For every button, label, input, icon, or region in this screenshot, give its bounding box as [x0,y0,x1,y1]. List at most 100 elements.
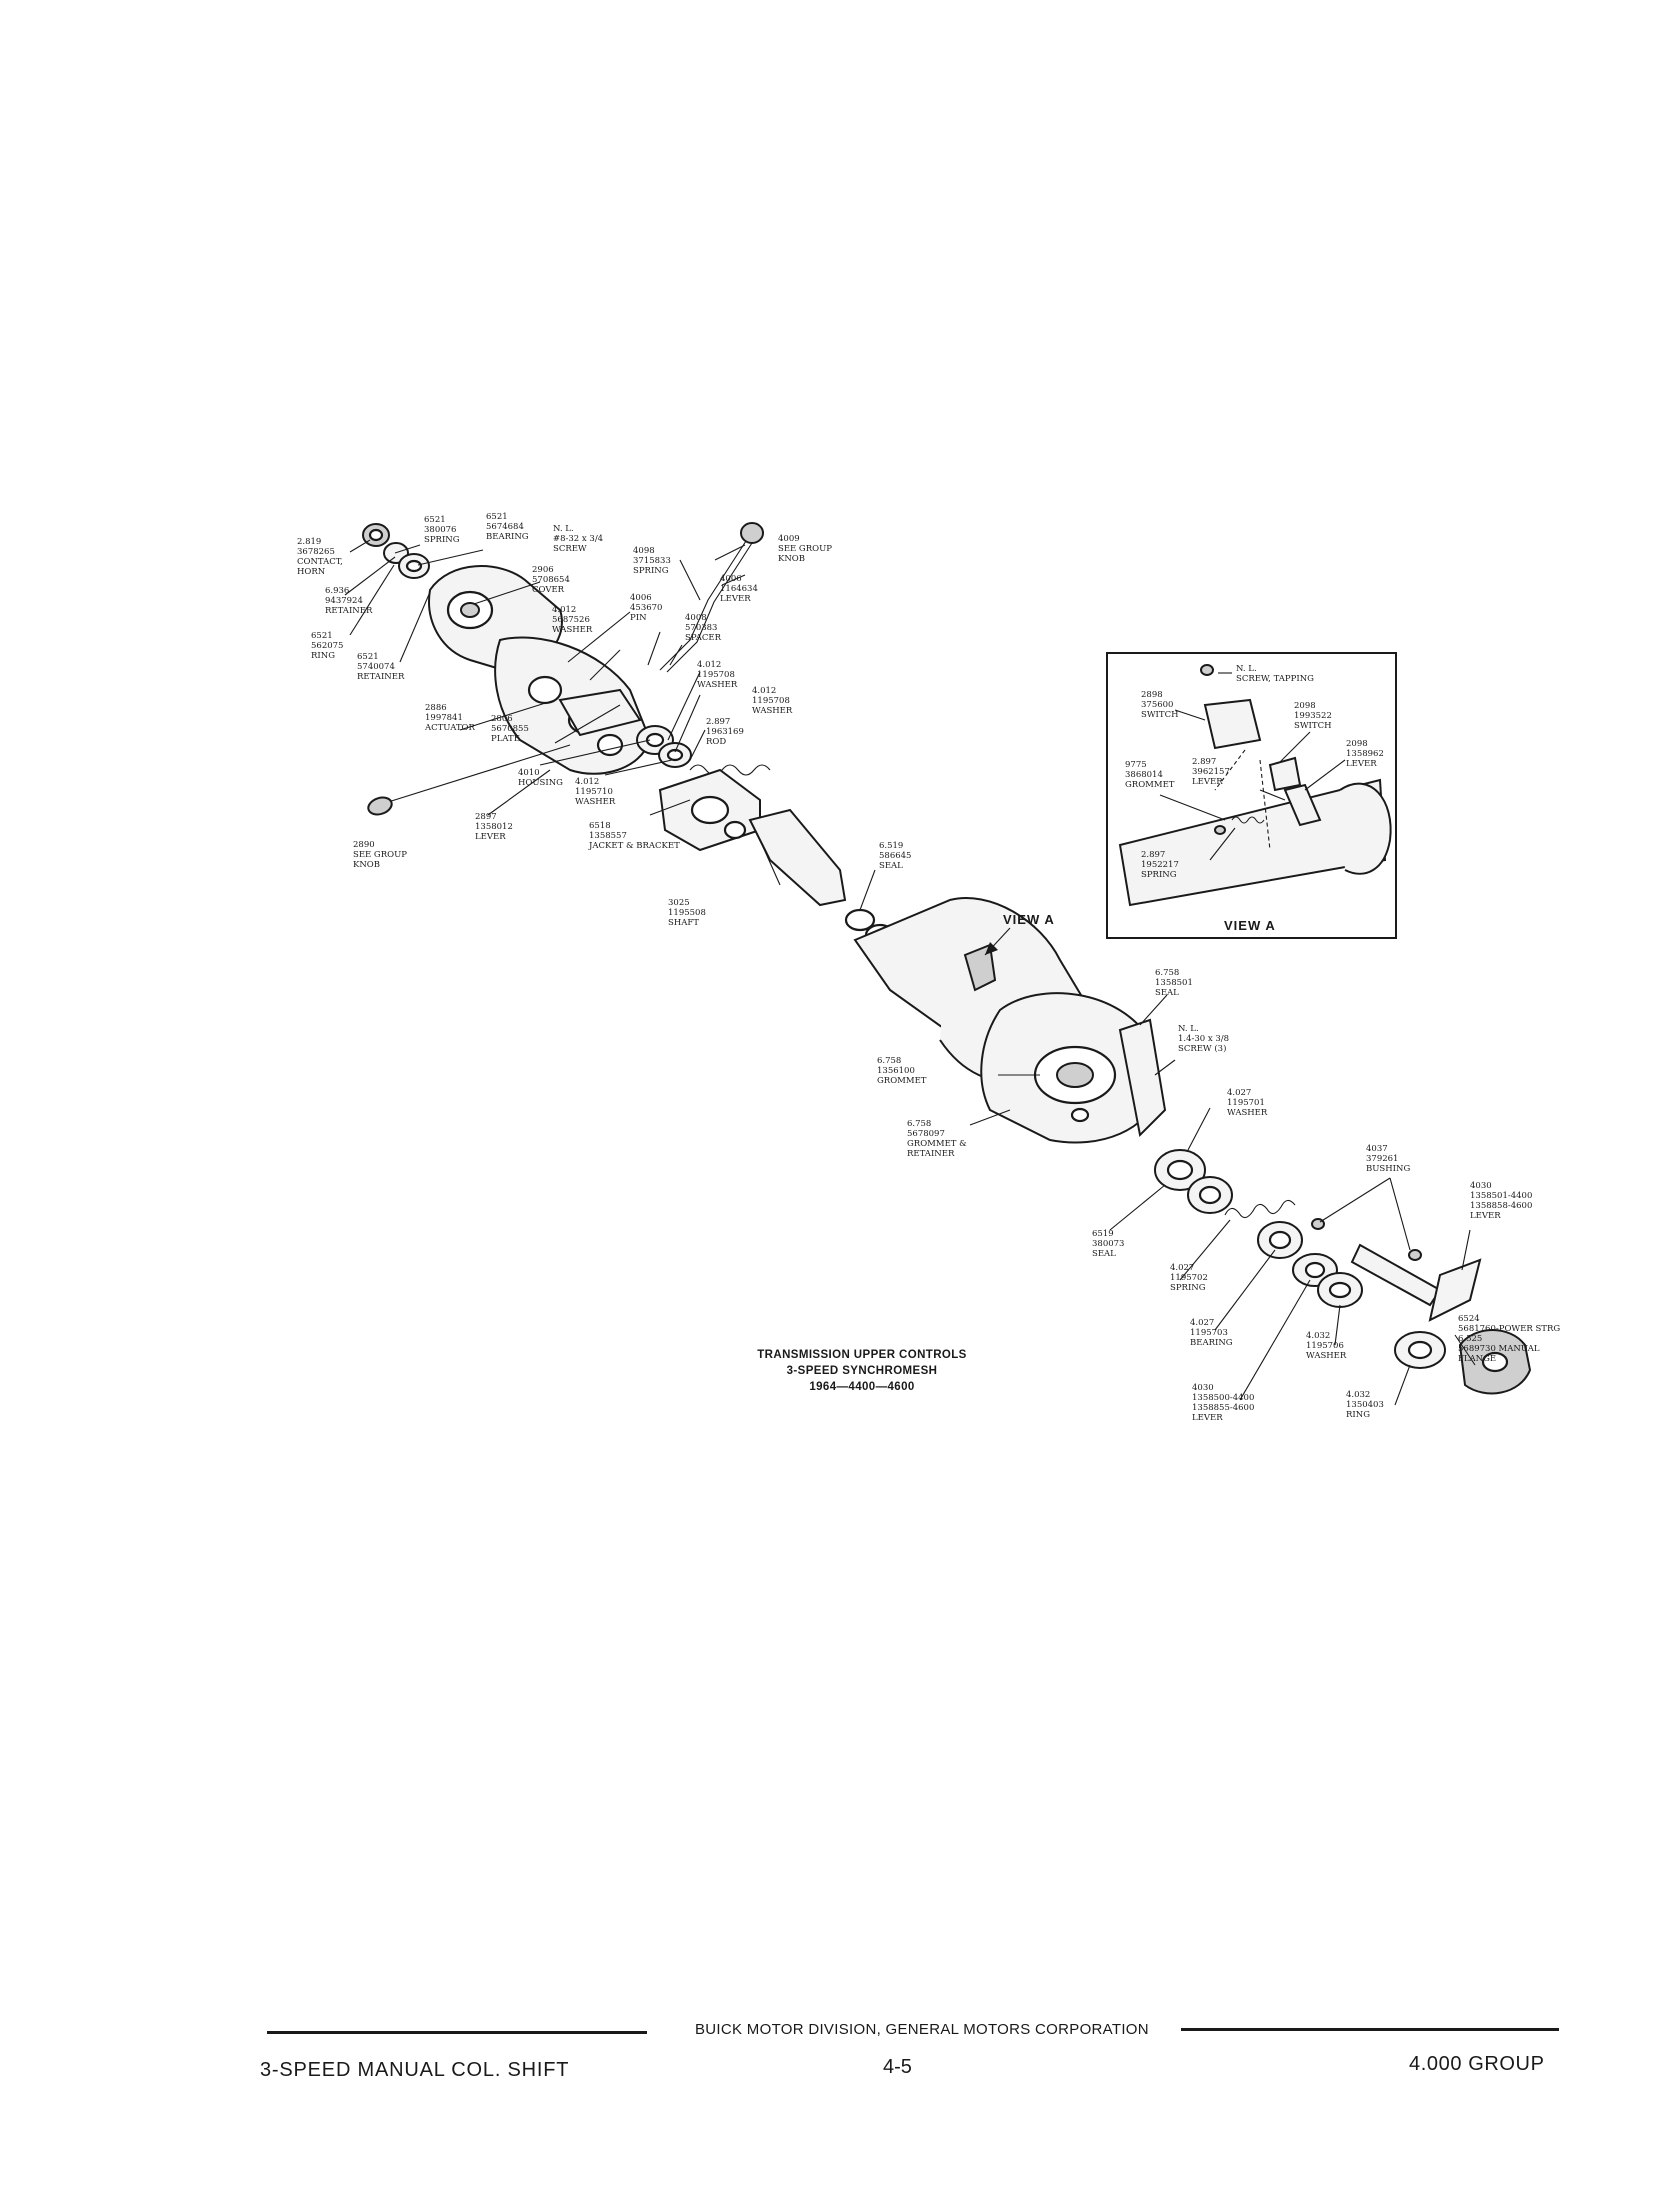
label-line: 9775 [1125,760,1147,770]
label-line: LEVER [720,594,751,604]
label-line: SCREW, TAPPING [1236,674,1314,684]
label-line: 1358858-4600 [1470,1201,1532,1211]
label-line: 1.4-30 x 3/8 [1178,1034,1229,1044]
label-line: WASHER [575,797,616,807]
shift-spring [689,764,771,776]
label-line: KNOB [778,554,805,564]
label-line: 1358500-4400 [1192,1393,1254,1403]
label-line: 5740074 [357,662,395,672]
label-line: 380073 [1092,1239,1124,1249]
label-line: WASHER [1306,1351,1347,1361]
label-line: 5681760-POWER STRG [1458,1324,1560,1334]
footer-rule-right [1181,2028,1559,2031]
label-line: 1993522 [1294,711,1332,721]
view-a-inset [1106,652,1397,939]
label-line: SWITCH [1294,721,1332,731]
label-line: 6519 [1092,1229,1114,1239]
label-line: 2886 [425,703,447,713]
label-line: 5708654 [532,575,570,585]
label-line: 4.032 [1346,1390,1370,1400]
label-line: SPRING [424,535,460,545]
label-line: 586645 [879,851,911,861]
label-line: 4030 [1470,1181,1492,1191]
label-line: 1358501 [1155,978,1193,988]
label-line: BEARING [1190,1338,1233,1348]
label-line: N. L. [1236,664,1257,674]
label-line: 1195706 [1306,1341,1344,1351]
label-line: SEE GROUP [778,544,832,554]
label-line: 1195708 [697,670,735,680]
label-line: 3025 [668,898,690,908]
label-line: SPRING [633,566,669,576]
label-line: N. L. [1178,1024,1199,1034]
lower-housing [980,992,1167,1144]
label-line: 5670855 [491,724,529,734]
lower-lever-b [1428,1258,1482,1322]
label-line: 1195508 [668,908,706,918]
label-line: 2.897 [706,717,730,727]
label-line: 1195710 [575,787,613,797]
label-line: SCREW (3) [1178,1043,1226,1054]
label-line: 1997841 [425,713,463,723]
label-line: RETAINER [907,1149,955,1159]
label-line: 1195702 [1170,1273,1208,1283]
steering-shaft [748,808,847,907]
label-line: PIN [630,613,647,623]
label-line: SHAFT [668,918,699,928]
label-line: 380076 [424,525,456,535]
shift-lever [659,540,747,671]
label-line: 4.012 [575,777,599,787]
label-line: WASHER [1227,1108,1268,1118]
label-line: 4009 [778,534,800,544]
diagram-title: TRANSMISSION UPPER CONTROLS 3-SPEED SYNC… [757,1349,966,1393]
label-line: 4.032 [1306,1331,1330,1341]
label-line: 4.027 [1190,1318,1214,1328]
label-line: 1164634 [720,584,758,594]
label-line: HOUSING [518,778,563,788]
inset-title: VIEW A [1224,918,1276,933]
label-line: WASHER [752,706,793,716]
turn-signal-rod [384,744,571,804]
label-line: 6.936 [325,586,349,596]
label-line: 2098 [1294,701,1316,711]
footer-rule-left [267,2031,647,2034]
inset-spring [1231,816,1265,824]
label-line: JACKET & BRACKET [588,841,680,851]
label-line: ROD [706,737,726,747]
label-line: LEVER [1192,1413,1223,1423]
footer-group: 4.000 GROUP [1409,2053,1545,2075]
label-line: CONTACT, [297,557,343,567]
label-line: 1963169 [706,727,744,737]
label-line: 4006 [630,593,652,603]
grommet [1118,1018,1167,1138]
label-line: 5689730 MANUAL [1458,1344,1540,1354]
label-line: 3715833 [633,556,671,566]
label-line: KNOB [353,860,380,870]
label-line: 1358557 [589,831,627,841]
label-line: 3678265 [297,547,335,557]
label-line: 4008 [685,613,707,623]
lower-lever-a [1350,1243,1442,1307]
label-line: 5678097 [907,1129,945,1139]
label-line: 2906 [532,565,554,575]
